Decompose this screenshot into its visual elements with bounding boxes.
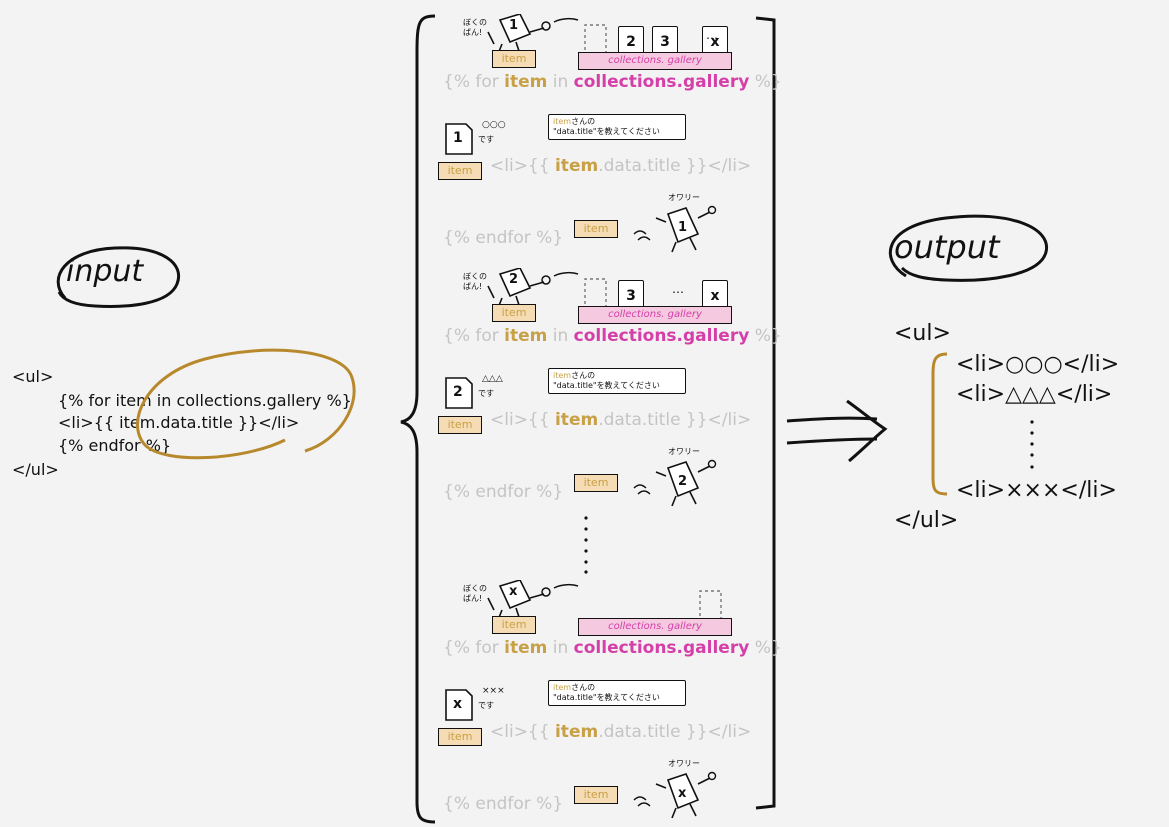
doc-icon [445, 689, 473, 721]
output-item-3: <li>×××</li> [956, 478, 1117, 503]
doc-number: 1 [453, 130, 463, 146]
li-line: <li>{{ item.data.title }}</li> [490, 722, 752, 742]
desu-text: です [478, 135, 494, 144]
empty-slot-icon [584, 24, 607, 56]
doc-icon [445, 377, 473, 409]
for-line: {% for item in collections.gallery %} [443, 72, 782, 92]
loop-left-brace [400, 14, 436, 824]
double-arrow-icon [786, 399, 888, 463]
owari-text: オワリー [668, 447, 700, 456]
leaving-doc-icon [633, 205, 717, 253]
input-line-for: {% for item in collections.gallery %} [58, 391, 352, 410]
input-label: input [66, 254, 144, 289]
desu-text: です [478, 701, 494, 710]
loop-right-bracket [755, 16, 776, 810]
question-bubble: itemさんの "data.title"を教えてください [548, 368, 686, 394]
input-line-li: <li>{{ item.data.title }}</li> [58, 413, 300, 432]
cards-ellipsis: … [672, 282, 684, 296]
output-bracket [931, 352, 948, 496]
li-item-box: item [438, 728, 482, 746]
leaving-doc-number: x [678, 786, 687, 801]
leaving-doc-icon [633, 771, 717, 819]
collections-tray: collections. gallery [578, 618, 732, 636]
doc-number: 2 [453, 384, 463, 400]
leaving-doc-number: 2 [678, 474, 688, 489]
item-box: item [492, 50, 536, 68]
cards-ellipsis: … [706, 28, 718, 42]
output-item-2: <li>△△△</li> [956, 382, 1113, 407]
doc-character-number: x [509, 584, 518, 599]
item-box: item [492, 304, 536, 322]
empty-slot-icon [584, 278, 607, 310]
input-line-ul-close: </ul> [12, 460, 59, 479]
output-label: output [894, 228, 1000, 266]
endfor-item-box: item [574, 474, 618, 492]
leaving-doc-number: 1 [678, 220, 688, 235]
item-box: item [492, 616, 536, 634]
doc-character-icon [487, 580, 579, 620]
collections-tray: collections. gallery [578, 306, 732, 324]
output-ellipsis-dots [1030, 420, 1034, 469]
owari-text: オワリー [668, 193, 700, 202]
input-label-ellipse [56, 246, 181, 308]
output-item-1: <li>○○○</li> [956, 352, 1120, 377]
output-ul-close: </ul> [894, 508, 959, 533]
for-line: {% for item in collections.gallery %} [443, 326, 782, 346]
for-line: {% for item in collections.gallery %} [443, 638, 782, 658]
doc-character-number: 1 [509, 18, 519, 33]
loop-ellipsis-dots [584, 516, 588, 574]
doc-character-number: 2 [509, 272, 519, 287]
endfor-line: {% endfor %} [443, 794, 564, 814]
empty-slot-icon [699, 590, 722, 622]
li-line: <li>{{ item.data.title }}</li> [490, 156, 752, 176]
endfor-item-box: item [574, 220, 618, 238]
li-line: <li>{{ item.data.title }}</li> [490, 410, 752, 430]
li-item-box: item [438, 162, 482, 180]
output-ul-open: <ul> [894, 321, 951, 346]
question-bubble: itemさんの "data.title"を教えてください [548, 680, 686, 706]
input-highlight-ellipse [136, 348, 356, 460]
desu-text: です [478, 389, 494, 398]
output-label-ellipse [889, 214, 1049, 282]
boku-text: ぼくのばん! [463, 272, 487, 291]
endfor-item-box: item [574, 786, 618, 804]
endfor-line: {% endfor %} [443, 482, 564, 502]
title-value: △△△ [482, 374, 503, 384]
question-bubble: itemさんの "data.title"を教えてください [548, 114, 686, 140]
title-value: ○○○ [482, 120, 506, 130]
endfor-line: {% endfor %} [443, 228, 564, 248]
li-item-box: item [438, 416, 482, 434]
leaving-doc-icon [633, 459, 717, 507]
boku-text: ぼくのばん! [463, 584, 487, 603]
title-value: ××× [482, 686, 505, 696]
collections-tray: collections. gallery [578, 52, 732, 70]
doc-number: x [453, 696, 463, 712]
doc-icon [445, 123, 473, 155]
doc-character-icon [487, 268, 579, 308]
owari-text: オワリー [668, 759, 700, 768]
doc-character-icon [487, 14, 579, 54]
input-line-ul-open: <ul> [12, 367, 54, 386]
boku-text: ぼくのばん! [463, 18, 487, 37]
